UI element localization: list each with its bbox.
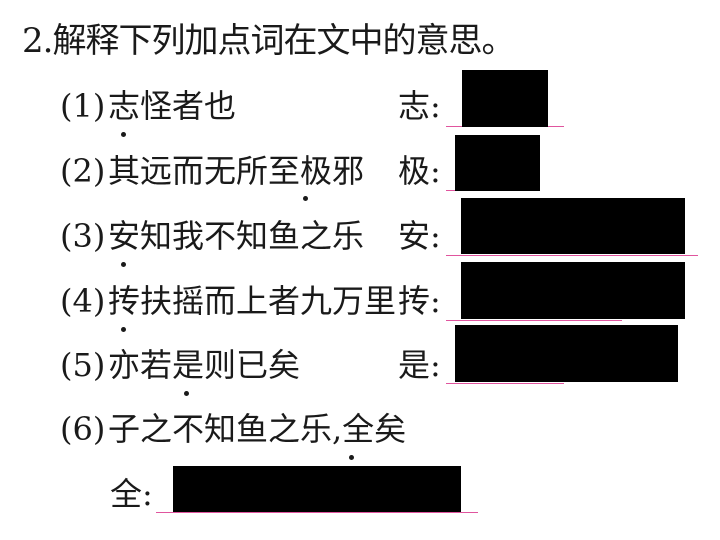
emphasis-dot [121, 132, 126, 137]
redacted-answer [461, 198, 685, 254]
answer-line[interactable] [156, 512, 478, 513]
colon: : [430, 346, 441, 384]
item-sentence: 子之不知鱼之乐,全矣 [108, 410, 407, 448]
answer-line[interactable] [446, 255, 698, 256]
item-label: (1) [60, 87, 106, 125]
emphasis-dot [349, 455, 354, 460]
answer-line[interactable] [446, 383, 564, 384]
target-char-label: 抟 [398, 282, 431, 320]
emphasis-dot [303, 196, 308, 201]
colon: : [430, 282, 441, 320]
colon: : [430, 152, 441, 190]
target-char-label: 全 [110, 475, 143, 513]
item-label: (6) [60, 410, 106, 448]
target-char-label: 志 [398, 87, 431, 125]
question-title: 2.解释下列加点词在文中的意思。 [22, 21, 515, 61]
item-label: (5) [60, 346, 106, 384]
answer-line[interactable] [446, 320, 622, 321]
colon: : [142, 475, 153, 513]
item-label: (4) [60, 282, 106, 320]
emphasis-dot [121, 327, 126, 332]
emphasis-dot [184, 391, 189, 396]
emphasis-dot [121, 262, 126, 267]
item-label: (3) [60, 217, 106, 255]
redacted-answer [173, 466, 461, 512]
item-sentence: 安知我不知鱼之乐 [108, 217, 365, 255]
target-char-label: 极 [398, 152, 431, 190]
item-sentence: 志怪者也 [108, 87, 237, 125]
colon: : [430, 217, 441, 255]
item-label: (2) [60, 152, 106, 190]
question-number: 2. [22, 21, 53, 61]
item-sentence: 抟扶摇而上者九万里 [108, 282, 397, 320]
question-prompt: 解释下列加点词在文中的意思。 [52, 21, 515, 61]
redacted-answer [461, 262, 685, 319]
item-sentence: 亦若是则已矣 [108, 346, 301, 384]
colon: : [430, 87, 441, 125]
target-char-label: 是 [398, 346, 431, 384]
item-sentence: 其远而无所至极邪 [108, 152, 365, 190]
target-char-label: 安 [398, 217, 431, 255]
redacted-answer [455, 325, 678, 382]
redacted-answer [455, 135, 540, 191]
redacted-answer [462, 70, 548, 127]
